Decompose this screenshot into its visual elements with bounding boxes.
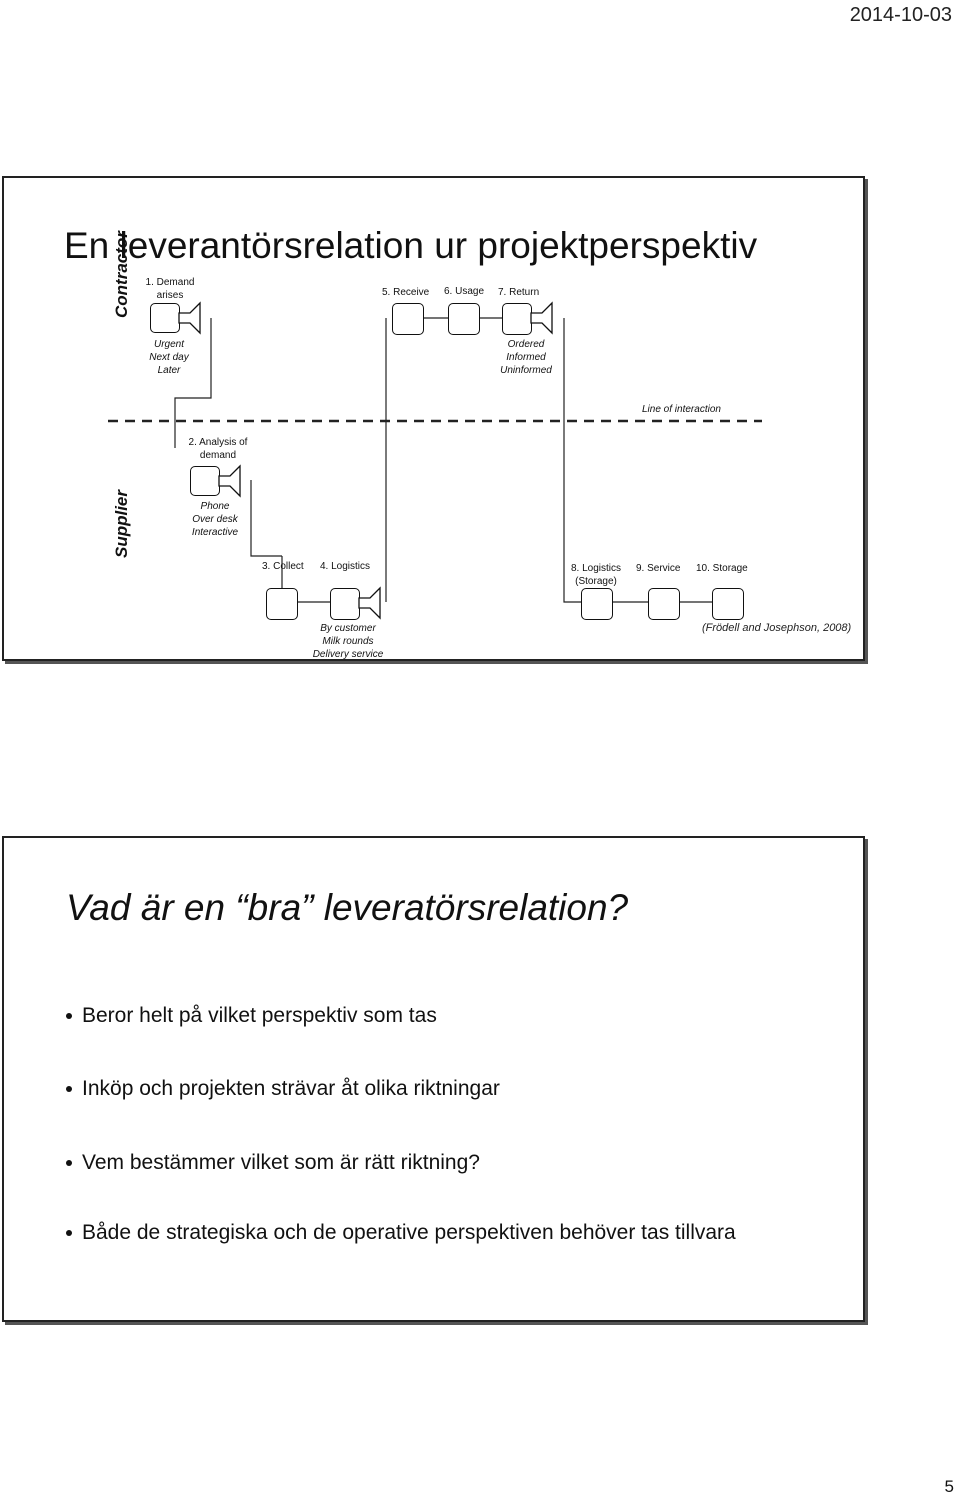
step-5-box bbox=[392, 303, 424, 335]
step-4-options: By customer Milk rounds Delivery service bbox=[312, 623, 384, 660]
bullet-item: Inköp och projekten strävar åt olika rik… bbox=[66, 1077, 500, 1101]
bullet-item: Beror helt på vilket perspektiv som tas bbox=[66, 1004, 437, 1028]
slide-2-frame bbox=[2, 836, 865, 1322]
megaphone-icon bbox=[218, 464, 241, 498]
lane-label-contractor: Contractor bbox=[112, 231, 131, 318]
step-2-box bbox=[190, 466, 220, 496]
step-1-options: Urgent Next day Later bbox=[149, 339, 189, 376]
megaphone-icon bbox=[178, 301, 201, 335]
step-7-label: 7. Return bbox=[498, 287, 540, 298]
step-9-label: 9. Service bbox=[636, 563, 681, 574]
bullet-text: Både de strategiska och de operative per… bbox=[82, 1221, 736, 1244]
step-3-label: 3. Collect bbox=[262, 561, 304, 572]
bullet-dot bbox=[66, 1230, 72, 1236]
step-6-box bbox=[448, 303, 480, 335]
slide-2-title: Vad är en “bra” leveratörsrelation? bbox=[66, 887, 629, 928]
page-date: 2014-10-03 bbox=[849, 4, 952, 26]
slide-1-frame bbox=[2, 176, 865, 661]
slide-1-title: En leverantörsrelation ur projektperspek… bbox=[64, 225, 758, 266]
step-4-label: 4. Logistics bbox=[320, 561, 371, 572]
bullet-dot bbox=[66, 1086, 72, 1092]
step-10-box bbox=[712, 588, 744, 620]
step-7-options: Ordered Informed Uninformed bbox=[500, 339, 552, 376]
bullet-item: Vem bestämmer vilket som är rätt riktnin… bbox=[66, 1151, 480, 1175]
step-1-box bbox=[150, 303, 180, 333]
step-2-options: Phone Over desk Interactive bbox=[191, 501, 239, 538]
step-4-box bbox=[330, 588, 360, 620]
bullet-text: Vem bestämmer vilket som är rätt riktnin… bbox=[82, 1151, 480, 1174]
bullet-text: Beror helt på vilket perspektiv som tas bbox=[82, 1004, 437, 1027]
step-3-box bbox=[266, 588, 298, 620]
bullet-text: Inköp och projekten strävar åt olika rik… bbox=[82, 1077, 500, 1100]
page-number: 5 bbox=[944, 1477, 954, 1496]
step-9-box bbox=[648, 588, 680, 620]
step-7-box bbox=[502, 303, 532, 335]
megaphone-icon bbox=[358, 586, 381, 620]
step-6-label: 6. Usage bbox=[444, 286, 485, 297]
lane-label-supplier: Supplier bbox=[112, 490, 131, 559]
citation: (Frödell and Josephson, 2008) bbox=[702, 622, 852, 634]
step-8-box bbox=[581, 588, 613, 620]
bullet-dot bbox=[66, 1160, 72, 1166]
bullet-dot bbox=[66, 1013, 72, 1019]
megaphone-icon bbox=[530, 301, 553, 335]
step-5-label: 5. Receive bbox=[382, 287, 430, 298]
bullet-item: Både de strategiska och de operative per… bbox=[66, 1221, 736, 1245]
step-10-label: 10. Storage bbox=[696, 563, 748, 574]
step-8-label: 8. Logistics(Storage) bbox=[570, 563, 622, 587]
line-of-interaction-label: Line of interaction bbox=[642, 404, 721, 415]
